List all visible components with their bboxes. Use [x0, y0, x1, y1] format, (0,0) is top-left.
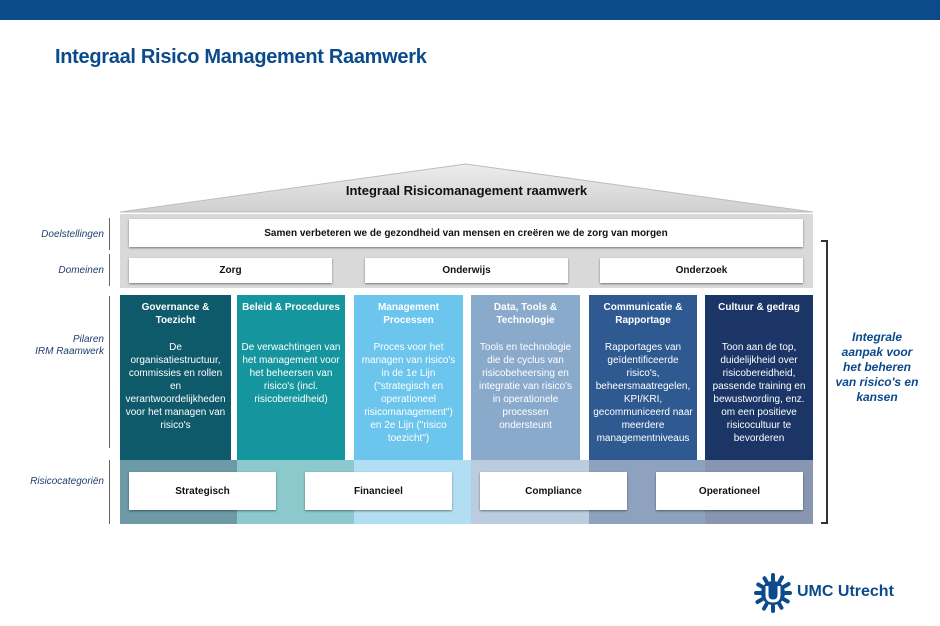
pillar-body: Toon aan de top, duidelijkheid over risi…	[712, 342, 806, 444]
pillar-heading: Governance & Toezicht	[141, 302, 210, 326]
pillar-governance: Governance & Toezicht De organisatiestru…	[120, 295, 231, 460]
pillar-body: De organisatiestructuur, commissies en r…	[125, 342, 226, 431]
pillar-body: Tools en technologie die de cyclus van r…	[478, 342, 573, 431]
pillar-heading: Management Processen	[377, 302, 440, 326]
page-title: Integraal Risico Management Raamwerk	[55, 46, 427, 68]
pillar-body: Proces voor het managen van risico's in …	[361, 342, 456, 444]
domain-onderwijs: Onderwijs	[365, 258, 568, 283]
top-bar	[0, 0, 940, 20]
row-label-pilaren: Pilaren	[72, 334, 104, 345]
row-divider-doelstellingen	[109, 218, 110, 250]
row-label-domeinen: Domeinen	[58, 265, 104, 276]
category-financieel: Financieel	[305, 472, 452, 510]
logo-text: UMC Utrecht	[797, 583, 894, 600]
pillar-management-processen: Management Processen Proces voor het man…	[354, 295, 463, 460]
row-label-doelstellingen: Doelstellingen	[41, 229, 104, 240]
umc-logo-icon	[754, 573, 792, 613]
pillar-cultuur: Cultuur & gedrag Toon aan de top, duidel…	[705, 295, 813, 460]
row-divider-domeinen	[109, 254, 110, 286]
right-bracket	[821, 240, 828, 524]
pillar-communicatie: Communicatie & Rapportage Rapportages va…	[589, 295, 697, 460]
framework-roof	[120, 163, 813, 213]
row-divider-pilaren	[109, 296, 110, 448]
domain-zorg: Zorg	[129, 258, 332, 283]
row-label-risicocategorien: Risicocategoriën	[30, 476, 104, 487]
roof-label: Integraal Risicomanagement raamwerk	[345, 183, 588, 198]
pillar-heading: Cultuur & gedrag	[718, 302, 800, 313]
pillar-heading: Communicatie & Rapportage	[603, 302, 683, 326]
category-operationeel: Operationeel	[656, 472, 803, 510]
pillar-beleid: Beleid & Procedures De verwachtingen van…	[237, 295, 345, 460]
pillar-heading: Data, Tools & Technologie	[493, 302, 558, 326]
category-strategisch: Strategisch	[129, 472, 276, 510]
objective-box: Samen verbeteren we de gezondheid van me…	[129, 219, 803, 247]
row-label-irm-raamwerk: IRM Raamwerk	[35, 346, 104, 357]
pillar-body: De verwachtingen van het management voor…	[241, 342, 341, 405]
pillar-heading: Beleid & Procedures	[242, 302, 340, 313]
pillar-data-tools: Data, Tools & Technologie Tools en techn…	[471, 295, 580, 460]
row-divider-risicocategorien	[109, 460, 110, 524]
integral-approach-text: Integrale aanpak voor het beheren van ri…	[835, 330, 919, 404]
pillar-body: Rapportages van geïdentificeerde risico'…	[593, 342, 693, 444]
category-compliance: Compliance	[480, 472, 627, 510]
domain-onderzoek: Onderzoek	[600, 258, 803, 283]
